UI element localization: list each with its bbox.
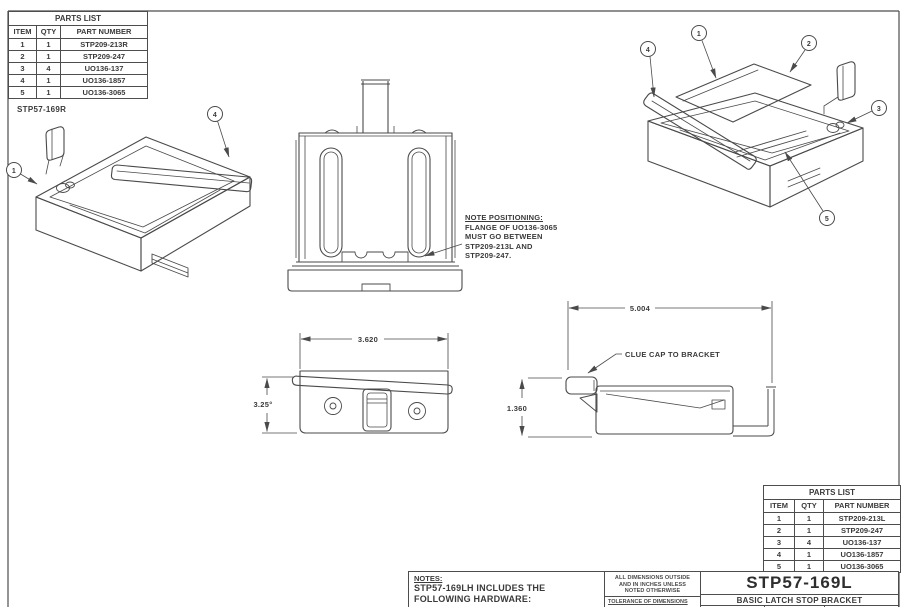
balloon-circle: [640, 41, 656, 57]
side-dims: [519, 301, 773, 438]
balloon-number: 5: [825, 216, 829, 223]
note-leader: [424, 243, 463, 257]
notes-line-2: FOLLOWING HARDWARE:: [414, 594, 532, 604]
iso-view-right: [643, 61, 864, 208]
balloons-left-view: 1 4: [6, 106, 230, 185]
col-header-qty: QTY: [36, 25, 61, 39]
notes-part-number: STP57-169LH: [414, 583, 474, 593]
front-dim-view: [291, 370, 453, 434]
balloon-number: 1: [12, 168, 16, 175]
balloon-number: 4: [213, 112, 217, 119]
drawing-number: STP57-169L: [746, 573, 853, 592]
plan-view: [287, 79, 463, 292]
col-header-part-number: PART NUMBER: [59, 25, 149, 39]
balloons-right-view: 4 1 2 3 5: [640, 25, 887, 226]
tolerance-line: AND IN INCHES UNLESS: [618, 581, 687, 588]
parts-list-title: PARTS LIST: [762, 485, 902, 500]
tolerance-line: ALL DIMENSIONS OUTSIDE: [614, 575, 691, 581]
balloon-circle: [801, 35, 817, 51]
title-block: STP57-169L BASIC LATCH STOP BRACKET: [700, 571, 899, 607]
notes-line-1: STP57-169LH INCLUDES THE: [414, 583, 546, 593]
notes-heading: NOTES:: [414, 574, 443, 583]
front-dims: [262, 333, 449, 434]
col-header-qty: QTY: [794, 499, 824, 513]
balloon-number: 2: [807, 41, 811, 48]
note-line: MUST GO BETWEEN: [465, 232, 543, 241]
col-header-item: ITEM: [8, 25, 37, 39]
dim-side-height: 1.360: [507, 404, 527, 413]
balloon-number: 3: [877, 106, 881, 113]
dim-front-angle: 3.25°: [253, 400, 272, 409]
parts-list-title: PARTS LIST: [7, 11, 149, 26]
dim-front-width: 3.620: [358, 335, 378, 344]
tolerance-footer: TOLERANCE OF DIMENSIONS: [608, 599, 688, 605]
balloon-circle: [6, 162, 22, 178]
balloon-number: 4: [646, 47, 650, 54]
note-line: STP209-213L AND: [465, 241, 533, 251]
side-dim-view: [565, 376, 776, 437]
col-header-item: ITEM: [763, 499, 795, 513]
col-header-part-number: PART NUMBER: [822, 499, 902, 513]
note-line: FLANGE OF UO136-3065: [465, 222, 558, 232]
balloon-circle: [819, 210, 835, 226]
balloon-number: 1: [697, 31, 701, 38]
tolerance-line: NOTED OTHERWISE: [624, 588, 681, 594]
note-positioning-heading: NOTE POSITIONING:: [465, 213, 543, 222]
balloon-circle: [207, 106, 223, 122]
drawing-title: BASIC LATCH STOP BRACKET: [701, 594, 898, 605]
balloon-circle: [871, 100, 887, 116]
balloon-circle: [691, 25, 707, 41]
note-positioning-block: NOTE POSITIONING: FLANGE OF UO136-3065 M…: [465, 213, 575, 261]
tolerance-block: ALL DIMENSIONS OUTSIDE AND IN INCHES UNL…: [604, 571, 700, 607]
left-view-part-label: STP57-169R: [17, 105, 67, 114]
note-line: STP209-247.: [465, 251, 512, 260]
glue-cap-callout: CLUE CAP TO BRACKET: [625, 350, 720, 359]
notes-block: NOTES: STP57-169LH INCLUDES THE FOLLOWIN…: [408, 571, 604, 607]
dim-side-width: 5.004: [630, 304, 651, 313]
iso-view-left: [35, 126, 253, 278]
